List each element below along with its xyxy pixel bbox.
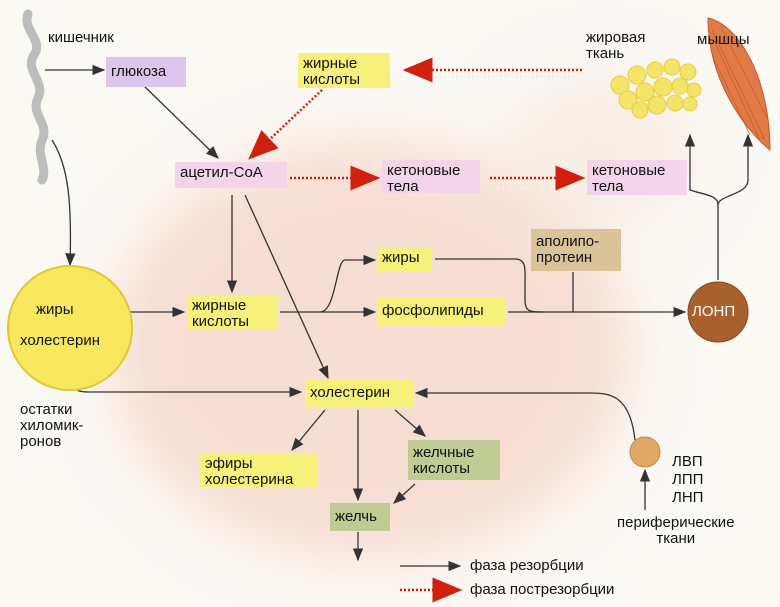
arrow: [319, 254, 377, 313]
chylomicron-cholesterol-label: холестерин: [20, 332, 100, 349]
acetyl-coa-box: ацетил-CoA: [175, 162, 287, 188]
background-blob: [500, 70, 700, 230]
legend-postabsorption: фаза пострезорбции: [470, 581, 615, 598]
fatty-acids-box: жирные кислоты: [187, 295, 277, 330]
arrow: [684, 133, 719, 280]
vldl-label: ЛОНП: [692, 303, 736, 320]
arrow: [717, 133, 754, 206]
ketone-bodies-box: кетоновые тела: [382, 160, 480, 195]
arrow: [414, 387, 636, 441]
phospholipids-box: фосфолипиды: [377, 298, 505, 325]
arrow: [244, 194, 329, 380]
intestine-icon: [22, 9, 49, 185]
peripheral-tissues-label: периферические ткани: [617, 514, 735, 547]
arrow: [394, 409, 426, 437]
fats-box: жиры: [377, 247, 432, 272]
lipoprotein-circle: [629, 436, 661, 468]
bile-acids-box: желчные кислоты: [408, 440, 500, 480]
legend-absorption: фаза резорбции: [470, 557, 584, 574]
lipoproteins-label: ЛВП ЛПП ЛНП: [672, 453, 704, 506]
arrow: [291, 409, 326, 452]
muscles-label: мышцы: [697, 31, 750, 48]
arrow: [51, 139, 76, 267]
muscle-icon: [707, 17, 771, 152]
cholesterol-esters-box: эфиры холестерина: [200, 453, 318, 488]
glucose-box: глюкоза: [106, 57, 186, 87]
cholesterol-box: холестерин: [305, 380, 413, 408]
vldl-circle: [687, 281, 749, 343]
dotted-arrow: [248, 89, 323, 160]
bile-box: желчь: [330, 503, 390, 531]
adipose-label: жировая ткань: [586, 29, 646, 62]
arrow: [393, 483, 416, 504]
fatty-acids-top-box: жирные кислоты: [298, 53, 390, 88]
arrow: [141, 83, 219, 159]
adipose-tissue-icon: [610, 58, 702, 119]
intestine-label: кишечник: [48, 29, 114, 46]
apolipoprotein-box: аполипо- протеин: [531, 229, 621, 271]
ketone-bodies-target-box: кетоновые тела: [587, 160, 687, 195]
chylomicron-remnants-label: остатки хиломик- ронов: [20, 401, 84, 450]
chylomicron-circle: [7, 265, 133, 391]
chylomicron-fats-label: жиры: [36, 301, 74, 318]
